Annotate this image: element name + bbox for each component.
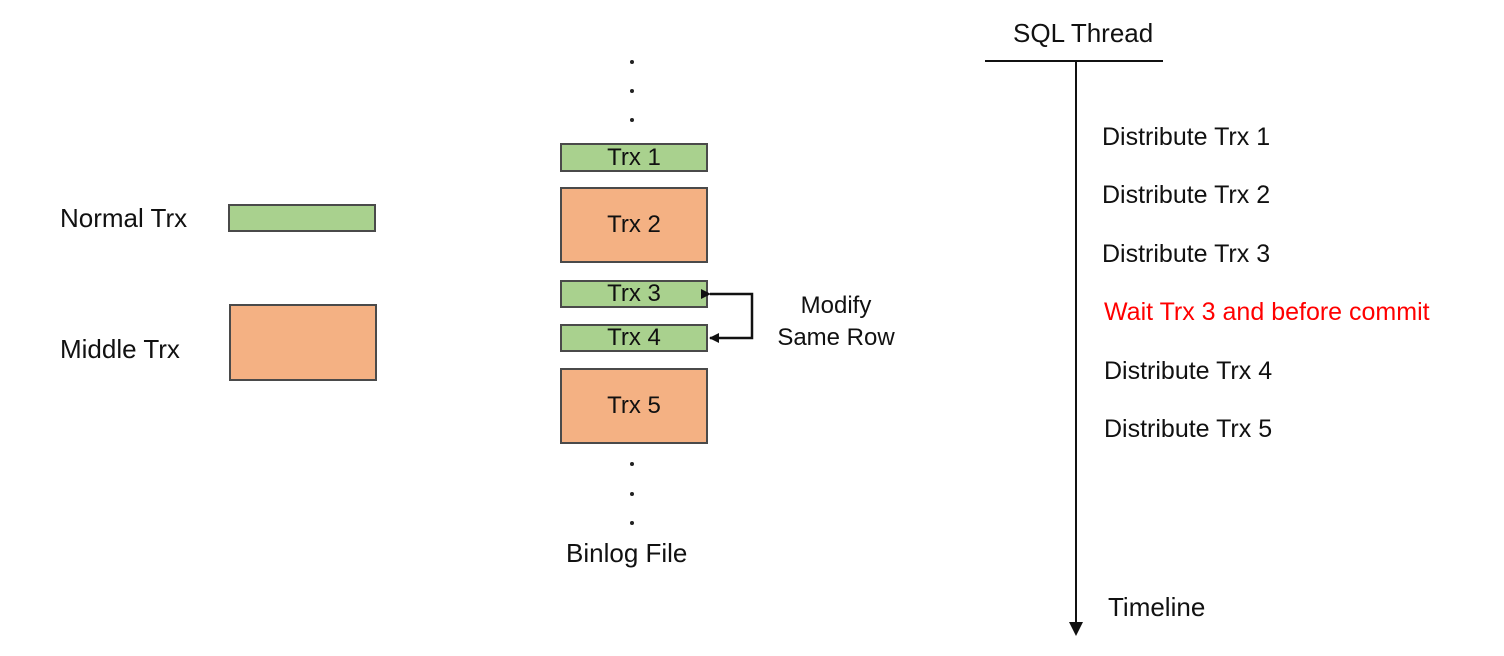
legend-middle-swatch [229, 304, 377, 381]
event-distribute-trx-2: Distribute Trx 2 [1102, 181, 1271, 209]
binlog-trx-5: Trx 5 [560, 368, 708, 444]
binlog-trx-4: Trx 4 [560, 324, 708, 352]
timeline-label: Timeline [1108, 592, 1206, 622]
trx-label: Trx 3 [607, 280, 661, 307]
ellipsis-dot [630, 521, 634, 525]
legend-normal-swatch [228, 204, 376, 232]
ellipsis-dot [630, 118, 634, 122]
annotation-line-1: Modify [800, 292, 872, 319]
same-row-bracket [701, 289, 754, 343]
legend-middle-label: Middle Trx [60, 334, 180, 364]
sql-thread-title: SQL Thread [1013, 18, 1154, 48]
event-distribute-trx-5: Distribute Trx 5 [1104, 415, 1273, 443]
legend-normal-label: Normal Trx [60, 203, 188, 233]
binlog-trx-3: Trx 3 [560, 280, 708, 308]
event-distribute-trx-4: Distribute Trx 4 [1104, 357, 1273, 385]
event-wait-trx-3: Wait Trx 3 and before commit [1104, 298, 1430, 326]
ellipsis-dot [630, 462, 634, 466]
trx-label: Trx 5 [607, 392, 661, 419]
event-distribute-trx-1: Distribute Trx 1 [1102, 123, 1271, 151]
ellipsis-dot [630, 89, 634, 93]
binlog-trx-1: Trx 1 [560, 143, 708, 172]
trx-label: Trx 2 [607, 211, 661, 238]
same-row-annotation: Modify Same Row [770, 290, 902, 354]
binlog-caption: Binlog File [566, 538, 688, 568]
binlog-trx-2: Trx 2 [560, 187, 708, 263]
trx-label: Trx 1 [607, 143, 661, 171]
annotation-line-2: Same Row [777, 324, 895, 351]
event-distribute-trx-3: Distribute Trx 3 [1102, 240, 1271, 268]
timeline-arrowhead [1069, 622, 1083, 636]
ellipsis-dot [630, 60, 634, 64]
trx-label: Trx 4 [607, 324, 661, 351]
ellipsis-dot [630, 492, 634, 496]
